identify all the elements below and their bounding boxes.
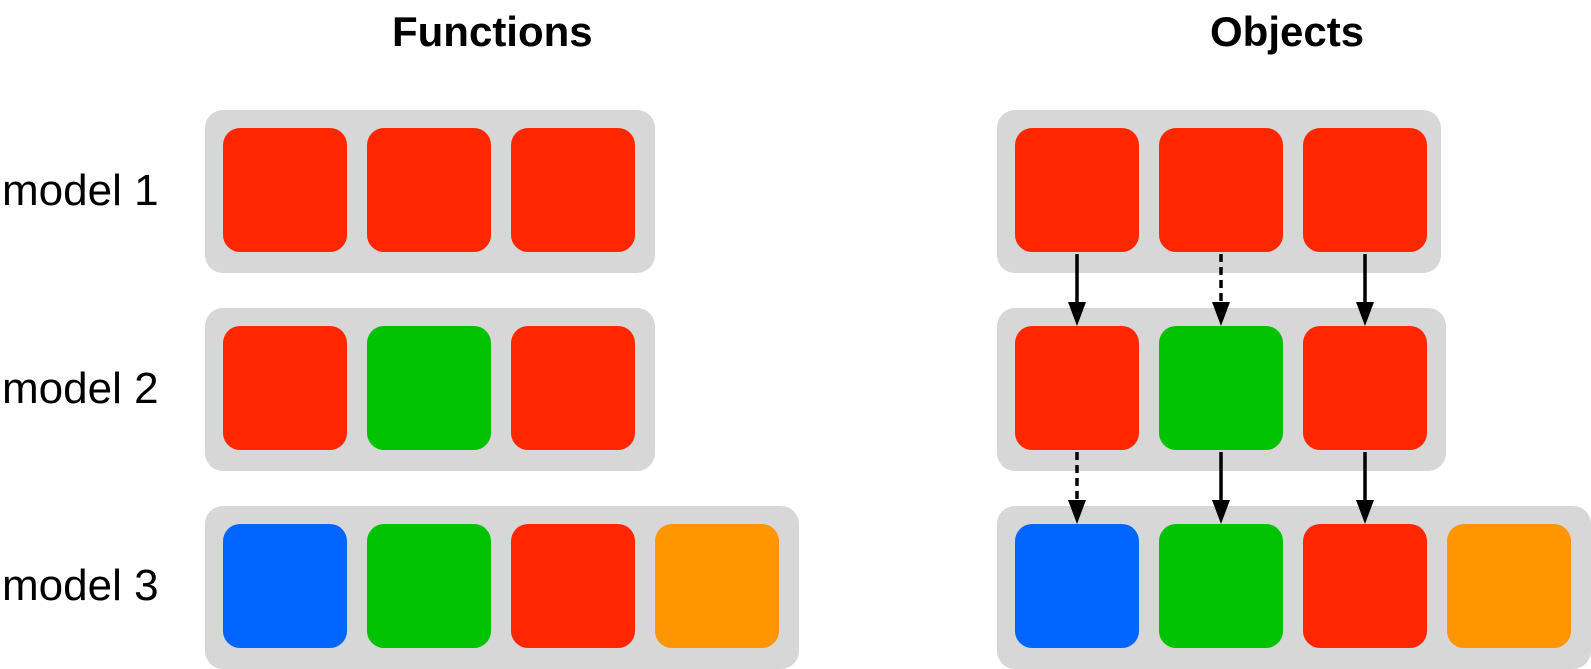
objects-model-3-block-3 (1303, 524, 1427, 648)
functions-model-2-block-2 (367, 326, 491, 450)
objects-model-3-tray (997, 506, 1591, 669)
objects-model-1-tray (997, 110, 1441, 273)
functions-model-2-tray (205, 308, 655, 471)
objects-model-2-block-1 (1015, 326, 1139, 450)
functions-model-1-block-1 (223, 128, 347, 252)
functions-model-3-tray (205, 506, 799, 669)
objects-model-1-block-2 (1159, 128, 1283, 252)
functions-model-1-tray (205, 110, 655, 273)
row-label-model-3: model 3 (2, 561, 159, 610)
objects-model-1-block-3 (1303, 128, 1427, 252)
objects-model-2-block-2 (1159, 326, 1283, 450)
functions-model-3-block-4 (655, 524, 779, 648)
objects-model-2-block-3 (1303, 326, 1427, 450)
objects-model-1-block-1 (1015, 128, 1139, 252)
objects-heading: Objects (1210, 8, 1365, 55)
functions-heading: Functions (392, 8, 593, 55)
functions-model-1-block-2 (367, 128, 491, 252)
functions-model-2-block-3 (511, 326, 635, 450)
functions-model-3-block-3 (511, 524, 635, 648)
row-label-model-2: model 2 (2, 364, 159, 413)
functions-model-2-block-1 (223, 326, 347, 450)
objects-model-3-block-1 (1015, 524, 1139, 648)
functions-model-3-block-2 (367, 524, 491, 648)
objects-model-3-block-4 (1447, 524, 1571, 648)
objects-model-3-block-2 (1159, 524, 1283, 648)
objects-model-2-tray (997, 308, 1446, 471)
row-label-model-1: model 1 (2, 166, 159, 215)
functions-model-3-block-1 (223, 524, 347, 648)
functions-model-1-block-3 (511, 128, 635, 252)
